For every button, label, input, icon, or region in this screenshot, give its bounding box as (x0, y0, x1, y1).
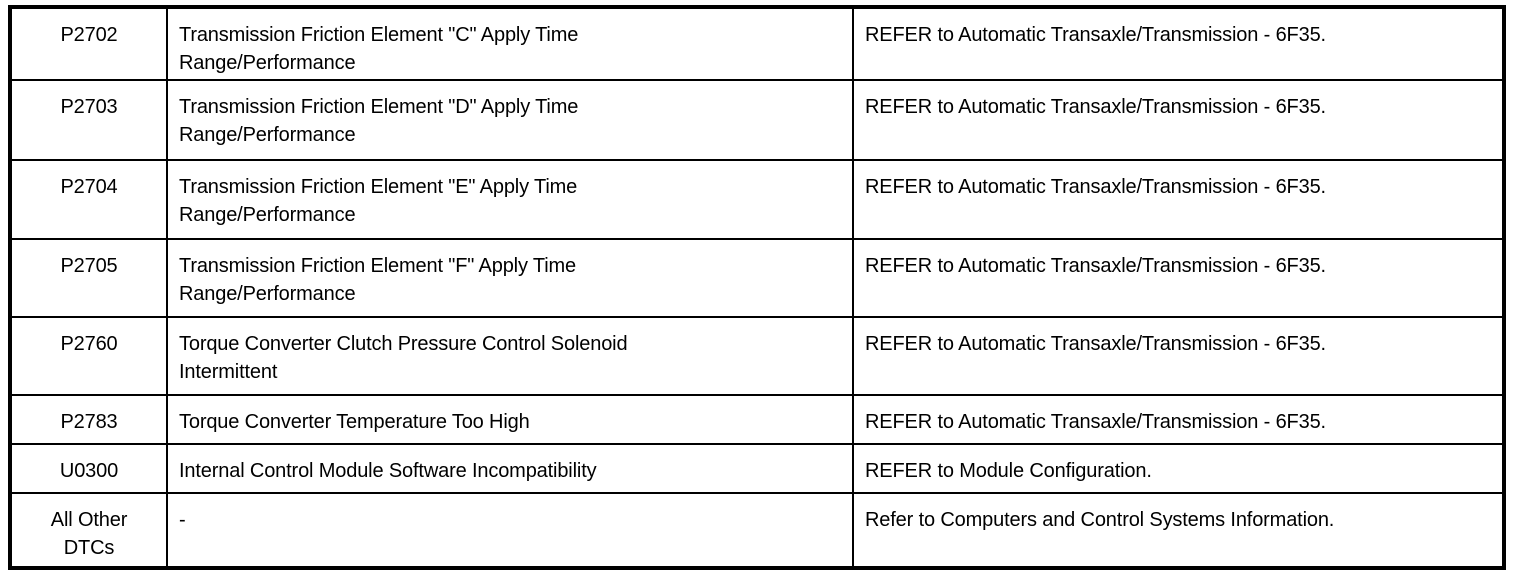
dtc-code-text: All Other DTCs (50, 509, 128, 559)
dtc-action-cell: REFER to Automatic Transaxle/Transmissio… (853, 395, 1504, 445)
dtc-description-cell: Torque Converter Clutch Pressure Control… (167, 317, 854, 396)
dtc-action-cell: REFER to Automatic Transaxle/Transmissio… (853, 239, 1504, 318)
dtc-description-text: - (179, 509, 186, 531)
dtc-code-cell: P2703 (10, 80, 168, 161)
dtc-code-text: P2783 (60, 411, 118, 433)
dtc-code-text: U0300 (59, 460, 119, 482)
dtc-description-text: Torque Converter Temperature Too High (179, 411, 530, 433)
dtc-description-text: Transmission Friction Element "C" Apply … (179, 24, 579, 74)
dtc-action-cell: REFER to Module Configuration. (853, 444, 1504, 494)
table-row: P2702 Transmission Friction Element "C" … (10, 7, 1504, 81)
dtc-description-cell: Internal Control Module Software Incompa… (167, 444, 854, 494)
dtc-description-cell: Torque Converter Temperature Too High (167, 395, 854, 445)
dtc-action-cell: Refer to Computers and Control Systems I… (853, 493, 1504, 568)
dtc-description-cell: Transmission Friction Element "D" Apply … (167, 80, 854, 161)
dtc-code-cell: P2760 (10, 317, 168, 396)
dtc-code-cell: P2705 (10, 239, 168, 318)
table-row: P2704 Transmission Friction Element "E" … (10, 160, 1504, 240)
dtc-action-cell: REFER to Automatic Transaxle/Transmissio… (853, 7, 1504, 81)
table-row: U0300 Internal Control Module Software I… (10, 444, 1504, 494)
dtc-code-text: P2704 (60, 176, 118, 198)
dtc-code-text: P2703 (60, 96, 118, 118)
dtc-code-cell: U0300 (10, 444, 168, 494)
table-row: All Other DTCs - Refer to Computers and … (10, 493, 1504, 568)
dtc-action-text: REFER to Automatic Transaxle/Transmissio… (865, 255, 1326, 277)
table-row: P2703 Transmission Friction Element "D" … (10, 80, 1504, 161)
dtc-code-text: P2705 (60, 255, 118, 277)
dtc-action-cell: REFER to Automatic Transaxle/Transmissio… (853, 317, 1504, 396)
dtc-action-text: REFER to Automatic Transaxle/Transmissio… (865, 24, 1326, 46)
dtc-table-body: P2702 Transmission Friction Element "C" … (10, 7, 1504, 568)
dtc-action-text: REFER to Automatic Transaxle/Transmissio… (865, 411, 1326, 433)
dtc-description-text: Torque Converter Clutch Pressure Control… (179, 333, 628, 383)
dtc-code-cell: P2702 (10, 7, 168, 81)
dtc-action-text: REFER to Automatic Transaxle/Transmissio… (865, 96, 1326, 118)
dtc-description-text: Transmission Friction Element "F" Apply … (179, 255, 576, 305)
dtc-action-text: REFER to Module Configuration. (865, 460, 1152, 482)
dtc-action-text: Refer to Computers and Control Systems I… (865, 509, 1335, 531)
dtc-description-text: Internal Control Module Software Incompa… (179, 460, 597, 482)
dtc-description-cell: Transmission Friction Element "F" Apply … (167, 239, 854, 318)
dtc-description-cell: Transmission Friction Element "C" Apply … (167, 7, 854, 81)
dtc-action-cell: REFER to Automatic Transaxle/Transmissio… (853, 160, 1504, 240)
table-row: P2783 Torque Converter Temperature Too H… (10, 395, 1504, 445)
dtc-description-cell: - (167, 493, 854, 568)
dtc-code-text: P2702 (60, 24, 118, 46)
dtc-action-text: REFER to Automatic Transaxle/Transmissio… (865, 176, 1326, 198)
dtc-code-cell: All Other DTCs (10, 493, 168, 568)
dtc-description-text: Transmission Friction Element "E" Apply … (179, 176, 578, 226)
dtc-description-cell: Transmission Friction Element "E" Apply … (167, 160, 854, 240)
dtc-table: P2702 Transmission Friction Element "C" … (8, 5, 1506, 570)
dtc-action-cell: REFER to Automatic Transaxle/Transmissio… (853, 80, 1504, 161)
dtc-code-cell: P2704 (10, 160, 168, 240)
dtc-action-text: REFER to Automatic Transaxle/Transmissio… (865, 333, 1326, 355)
dtc-code-cell: P2783 (10, 395, 168, 445)
table-row: P2760 Torque Converter Clutch Pressure C… (10, 317, 1504, 396)
dtc-code-text: P2760 (60, 333, 118, 355)
table-row: P2705 Transmission Friction Element "F" … (10, 239, 1504, 318)
dtc-description-text: Transmission Friction Element "D" Apply … (179, 96, 579, 146)
